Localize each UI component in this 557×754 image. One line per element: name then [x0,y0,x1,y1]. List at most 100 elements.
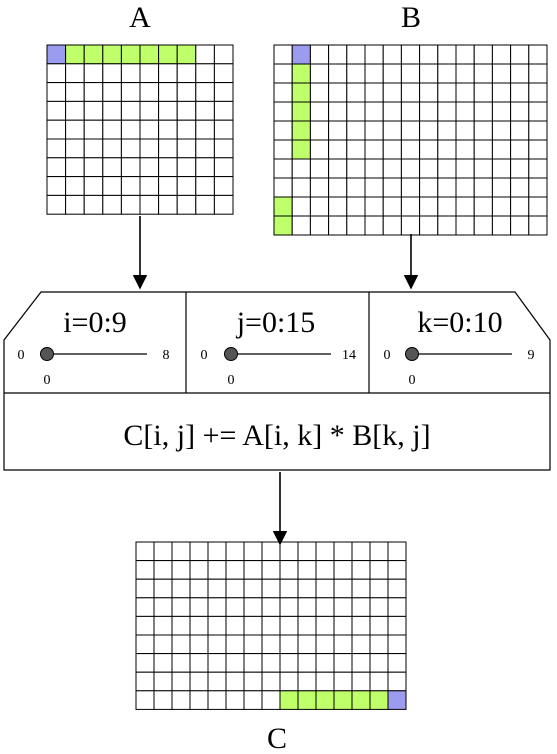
matrix-c-cell [243,690,263,710]
matrix-b-cell [400,44,421,65]
matrix-b-cell [491,139,512,160]
matrix-a-cell [158,119,178,140]
matrix-b-cell [291,196,311,217]
matrix-b-cell [346,215,366,236]
matrix-b-cell [473,63,493,84]
loop-i-max: 8 [163,348,170,363]
matrix-b-cell [364,139,384,160]
matrix-b-cell [400,158,421,179]
matrix-b-cell [273,158,293,179]
matrix-c-cell [243,578,263,599]
matrix-c-cell [207,690,227,710]
matrix-c-cell [261,690,281,710]
matrix-a-cell [213,44,234,65]
matrix-c-cell [369,578,389,599]
matrix-a-cell-green [83,44,104,65]
loop-k-slider-knob[interactable] [405,347,419,361]
matrix-c-cell [369,634,389,655]
matrix-b-cell [419,101,439,122]
matrix-c-cell [189,690,209,710]
matrix-c-cell [333,615,353,636]
matrix-c-cell [243,597,263,617]
matrix-a-cell [195,138,215,159]
matrix-c-cell [225,560,245,580]
matrix-c-cell [153,634,173,655]
matrix-c-cell [297,541,317,562]
matrix-a-cell [83,82,104,102]
matrix-c-cell-green [315,690,335,710]
matrix-c-cell [225,578,245,599]
matrix-b-cell [328,63,348,84]
matrix-a-cell [176,176,197,196]
matrix-c-cell [261,560,281,580]
matrix-b-cell [528,44,548,65]
loop-k-value: 0 [409,373,416,388]
matrix-b-cell [455,177,475,198]
loop-i-slider-knob[interactable] [40,347,54,361]
loop-panel [3,291,551,471]
matrix-c-cell [153,653,173,673]
matrix-c-cell [207,653,227,673]
matrix-b-cell [473,139,493,160]
matrix-b-cell [528,120,548,141]
matrix-a-cell [176,63,197,84]
loop-j-slider-knob[interactable] [224,347,238,361]
matrix-a-cell [195,82,215,102]
matrix-c-cell [261,671,281,692]
matrix-c-cell [351,634,371,655]
matrix-a-cell [195,100,215,121]
matrix-a-cell [46,82,67,102]
matrix-b-cell [437,177,457,198]
matrix-b-cell [273,101,293,122]
matrix-a-cell [195,176,215,196]
matrix-a-cell [65,194,85,215]
matrix-b-cell [400,120,421,141]
matrix-c-cell [387,541,407,562]
matrix-c-cell [297,597,317,617]
matrix-b-cell [364,215,384,236]
matrix-c-cell [279,597,299,617]
matrix-a-cell [213,194,234,215]
matrix-c-cell [297,653,317,673]
matrix-b-cell [346,82,366,103]
matrix-b-cell [346,120,366,141]
matrix-a-cell [102,138,122,159]
matrix-b-cell [473,158,493,179]
matrix-b-cell [510,101,530,122]
matrix-a-cell [102,100,122,121]
matrix-b-cell [473,120,493,141]
matrix-b-cell [382,215,402,236]
matrix-b-cell [400,82,421,103]
matrix-b-grid [273,44,548,236]
matrix-b-cell-green [273,215,293,236]
matrix-c-cell [225,671,245,692]
matrix-b-cell [328,196,348,217]
matrix-a-cell-green [139,44,160,65]
matrix-b-cell [346,63,366,84]
matrix-a-cell [213,100,234,121]
matrix-a-cell [46,157,67,178]
matrix-c-cell [189,653,209,673]
matrix-b-cell [291,158,311,179]
matrix-c-cell [333,541,353,562]
matrix-c-cell-green [279,690,299,710]
matrix-b-cell [528,196,548,217]
matrix-c-cell [387,634,407,655]
matrix-b-cell [528,139,548,160]
matrix-c-cell [315,560,335,580]
matrix-a-cell [139,157,160,178]
matrix-c-cell [315,653,335,673]
matrix-b-cell [473,44,493,65]
matrix-c-cell [189,578,209,599]
matrix-c-cell [207,541,227,562]
matrix-a-cell [102,176,122,196]
matrix-b-cell [510,63,530,84]
matrix-c-cell [333,578,353,599]
matrix-b-cell [382,196,402,217]
matrix-a-cell [83,63,104,84]
matrix-a-cell [120,176,141,196]
matrix-a-cell [65,119,85,140]
matrix-b-cell [528,158,548,179]
matrix-a-cell [83,119,104,140]
matrix-b-cell [309,177,330,198]
